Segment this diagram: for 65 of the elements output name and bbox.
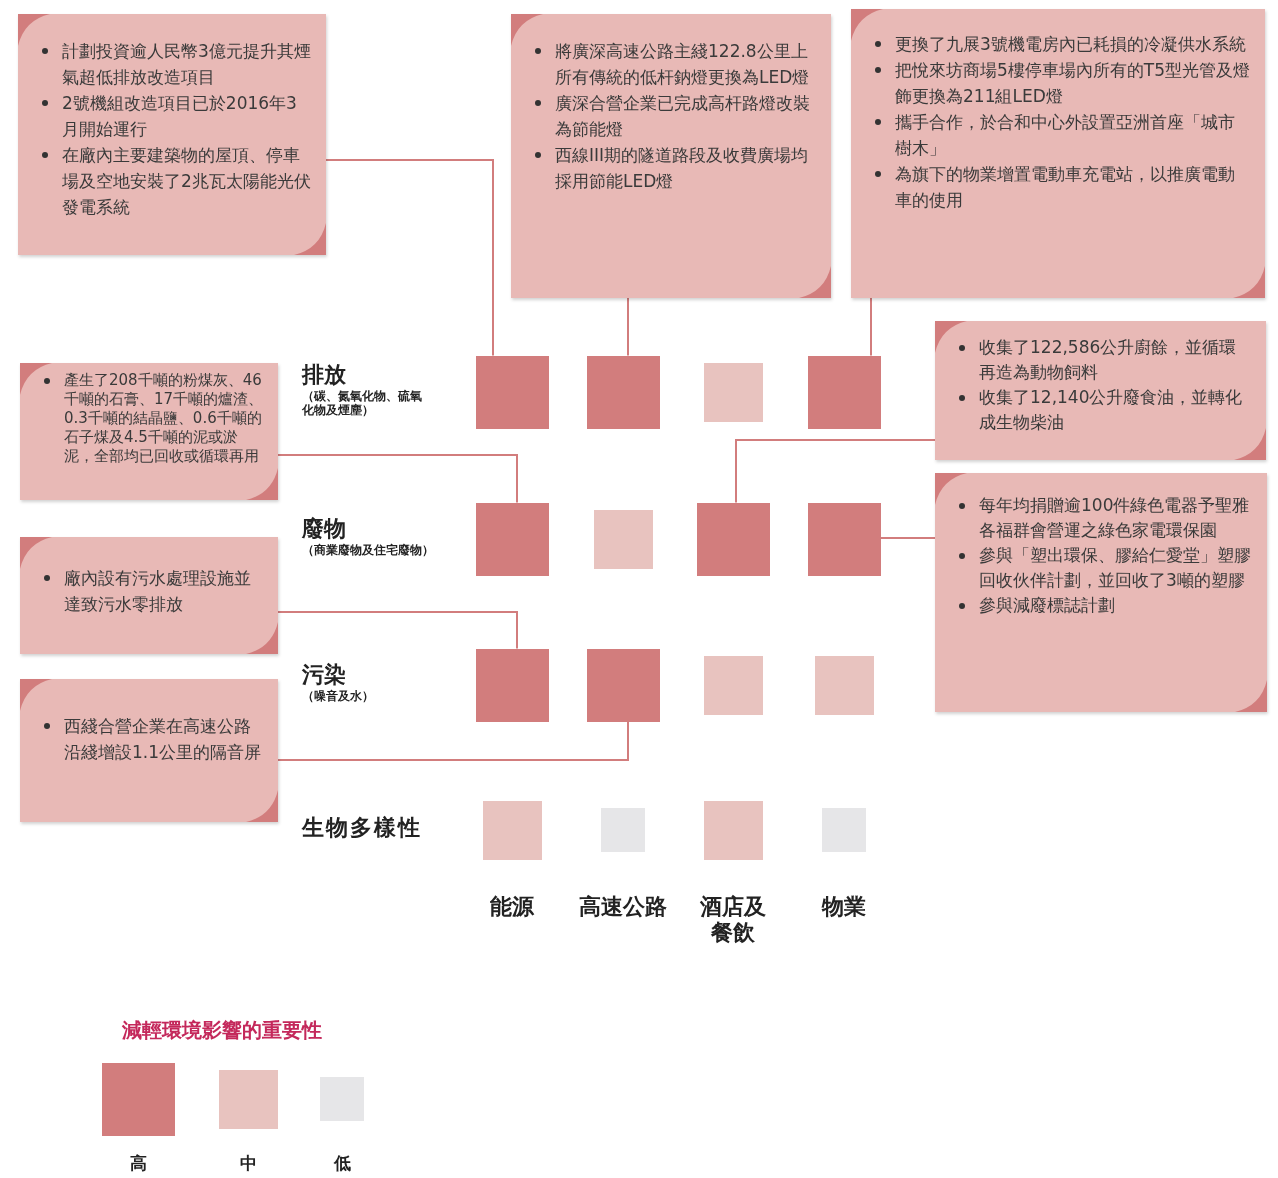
column-label: 酒店及餐飲	[699, 894, 767, 947]
bullet-text: 廣深合營企業已完成高杆路燈改裝為節能燈	[555, 92, 811, 141]
impact-square	[814, 655, 874, 715]
row-subtitle: （噪音及水）	[302, 690, 374, 704]
row-subtitle: （碳、氮氧化物、硫氧化物及煙塵）	[302, 390, 422, 418]
impact-square	[807, 502, 881, 576]
callout-box	[935, 321, 1266, 460]
row-title: 生物多樣性	[302, 815, 422, 842]
legend-label: 中	[238, 1153, 258, 1174]
bullet-text: 2號機組改造項目已於2016年3月開始運行	[62, 92, 298, 141]
bullet-text: 每年均捐贈逾100件綠色電器予聖雅各福群會營運之綠色家電環保園	[979, 494, 1251, 542]
impact-square	[703, 362, 763, 422]
bullet-text: 更換了九展3號機電房內已耗損的冷凝供水系統	[895, 33, 1246, 56]
column-label: 高速公路	[578, 894, 668, 921]
legend-label: 高	[128, 1153, 148, 1174]
connector-line	[870, 297, 872, 357]
impact-square	[475, 648, 549, 722]
connector-line	[277, 611, 518, 650]
callout-box	[20, 363, 278, 500]
column-label: 物業	[820, 894, 867, 921]
bullet-text: 產生了208千噸的粉煤灰、46千噸的石膏、17千噸的爐渣、0.3千噸的結晶鹽、0.6千噸的石子煤及4.5千噸的泥或淤泥，全部均已回收或循環再用	[64, 371, 264, 466]
impact-square	[586, 355, 660, 429]
row-subtitle: （商業廢物及住宅廢物）	[302, 544, 434, 558]
bullet-text: 為旗下的物業增置電動車充電站，以推廣電動車的使用	[895, 163, 1236, 212]
bullet-text: 收集了12,140公升廢食油，並轉化成生物柴油	[979, 386, 1244, 434]
bullet-text: 在廠內主要建築物的屋頂、停車場及空地安裝了2兆瓦太陽能光伏發電系統	[62, 144, 312, 219]
callout-box	[511, 14, 831, 298]
connector-line	[277, 720, 629, 761]
bullet-text: 西線III期的隧道路段及收費廣場均採用節能LED燈	[555, 144, 810, 193]
legend-title: 減輕環境影響的重要性	[122, 1018, 322, 1042]
callout-box	[18, 14, 326, 255]
connector-line	[735, 439, 936, 504]
bullet-text: 廠內設有污水處理設施並達致污水零排放	[64, 567, 252, 616]
impact-square	[601, 808, 645, 852]
impact-square	[475, 502, 549, 576]
callout-box	[851, 9, 1265, 298]
callout-box	[20, 537, 278, 654]
column-label: 能源	[489, 894, 535, 921]
impact-square	[807, 355, 881, 429]
row-title: 排放	[302, 362, 346, 389]
impact-square	[822, 808, 866, 852]
connector-line	[879, 537, 936, 539]
connector-line	[325, 159, 494, 357]
bullet-text: 攜手合作，於合和中心外設置亞洲首座「城市樹木」	[895, 111, 1236, 160]
impact-square	[696, 502, 770, 576]
bullet-text: 參與減廢標誌計劃	[979, 594, 1115, 617]
row-title: 廢物	[302, 516, 346, 543]
connector-line	[277, 454, 518, 504]
callout-box	[20, 679, 278, 822]
impact-square	[586, 648, 660, 722]
legend-label: 低	[332, 1153, 352, 1174]
row-title: 污染	[302, 662, 346, 689]
connector-line	[627, 297, 629, 357]
impact-square	[482, 800, 542, 860]
bullet-text: 計劃投資逾人民幣3億元提升其煙氣超低排放改造項目	[62, 40, 312, 89]
bullet-text: 將廣深高速公路主綫122.8公里上所有傳統的低杆鈉燈更換為LED燈	[555, 40, 811, 89]
impact-square	[703, 800, 763, 860]
bullet-text: 西綫合營企業在高速公路沿綫增設1.1公里的隔音屏	[64, 715, 263, 764]
bullet-text: 收集了122,586公升廚餘，並循環再造為動物飼料	[979, 336, 1238, 384]
callout-box	[935, 473, 1267, 712]
impact-square	[593, 509, 653, 569]
impact-square	[703, 655, 763, 715]
bullet-text: 把悅來坊商場5樓停車場內所有的T5型光管及燈飾更換為211組LED燈	[895, 59, 1251, 108]
bullet-text: 參與「塑出環保、膠給仁愛堂」塑膠回收伙伴計劃，並回收了3噸的塑膠	[979, 544, 1252, 592]
impact-square	[475, 355, 549, 429]
